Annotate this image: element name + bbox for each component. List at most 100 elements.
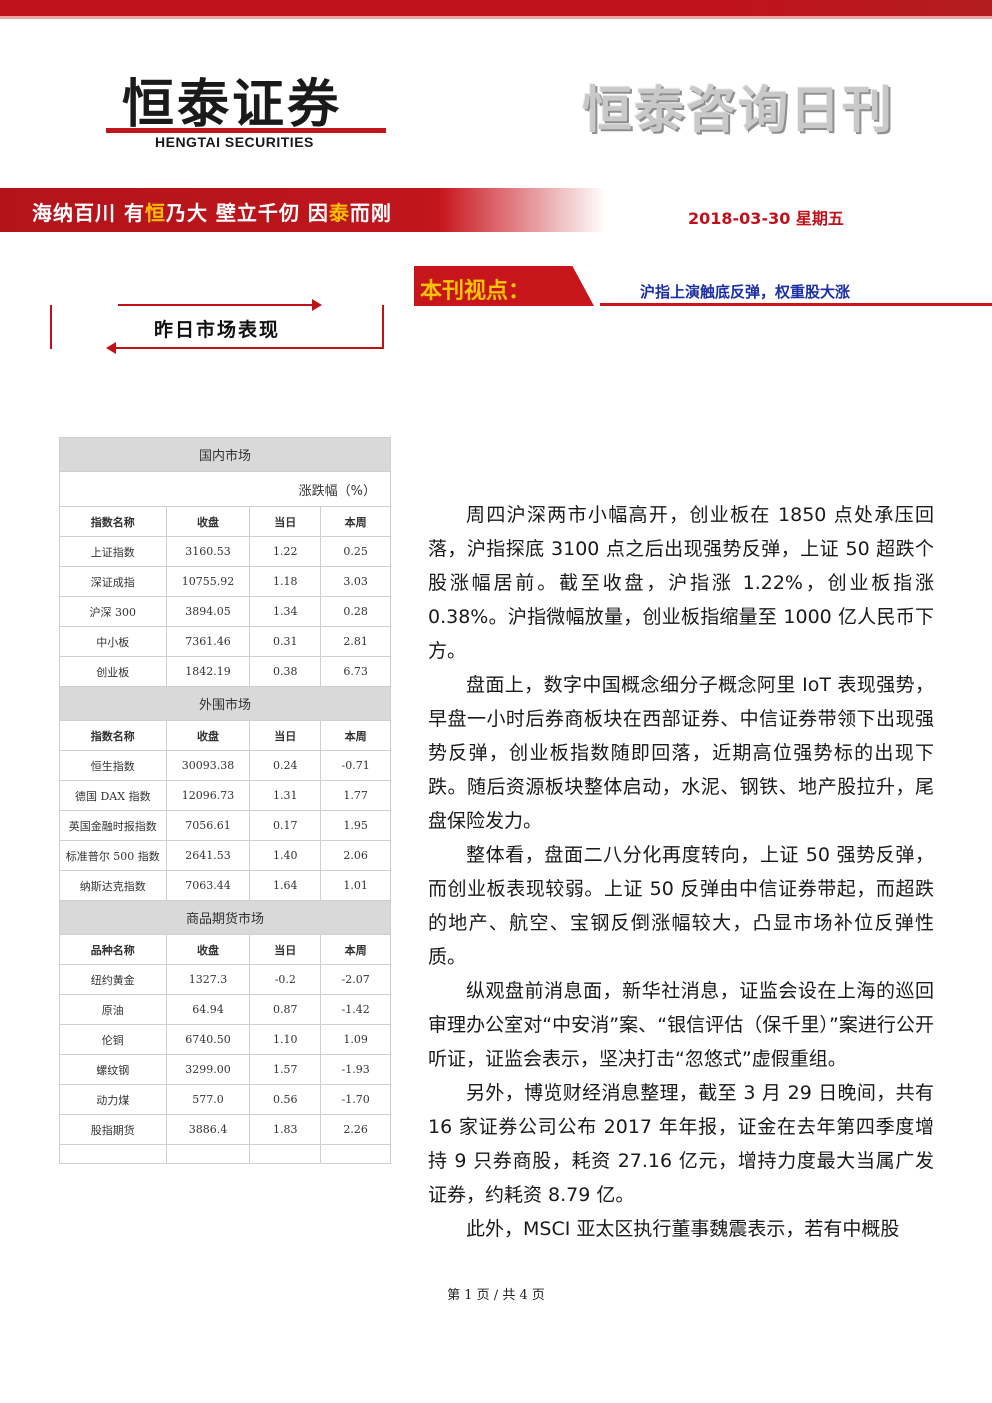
top-rule-shadow [0,16,992,19]
table-cell: 7361.46 [165,626,251,657]
table-cell [320,1144,391,1164]
table-cell [59,1144,167,1164]
section-title-domestic: 国内市场 [59,437,391,472]
table-cell: 3160.53 [165,536,251,567]
table-cell: 1.10 [249,1024,322,1055]
table-cell: 3894.05 [165,596,251,627]
table-cell: 2.81 [320,626,391,657]
table-cell: 6.73 [320,656,391,687]
column-header: 当日 [249,506,322,537]
section-row-foreign: 外围市场 [59,686,391,721]
header-row: 指数名称收盘当日本周 [59,506,391,537]
table-cell: 0.28 [320,596,391,627]
table-cell: 动力煤 [59,1084,167,1115]
table-cell: 3299.00 [165,1054,251,1085]
table-cell: 2.26 [320,1114,391,1145]
slogan-highlight: 泰 [328,201,350,225]
table-cell: 德国 DAX 指数 [59,780,167,811]
column-header: 指数名称 [59,720,167,751]
top-red-rule [0,0,992,16]
table-cell: 原油 [59,994,167,1025]
table-cell: -0.71 [320,750,391,781]
table-cell: 纽约黄金 [59,964,167,995]
table-cell: 英国金融时报指数 [59,810,167,841]
column-header: 本周 [320,506,391,537]
article-paragraph: 盘面上，数字中国概念细分子概念阿里 IoT 表现强势，早盘一小时后券商板块在西部… [428,674,934,832]
table-cell: 0.56 [249,1084,322,1115]
table-cell: 30093.38 [165,750,251,781]
table-cell: 1.09 [320,1024,391,1055]
table-cell: 6740.50 [165,1024,251,1055]
unit-label: 涨跌幅（%） [59,471,391,507]
section-title-futures: 商品期货市场 [59,900,391,935]
column-header: 收盘 [165,720,251,751]
table-cell: -1.70 [320,1084,391,1115]
table-cell: -1.42 [320,994,391,1025]
viewpoint-headline: 沪指上演触底反弹，权重股大涨 [640,283,851,301]
table-cell: 12096.73 [165,780,251,811]
article-paragraph: 另外，博览财经消息整理，截至 3 月 29 日晚间，共有 16 家证券公司公布 … [428,1082,934,1206]
section-title: 昨日市场表现 [153,319,280,341]
slogan: 海纳百川 有恒乃大 壁立千仞 因泰而刚 [32,197,392,226]
section-title-frame [50,305,384,349]
table-cell: 伦铜 [59,1024,167,1055]
column-header: 本周 [320,720,391,751]
table-cell: 1.83 [249,1114,322,1145]
table-cell: 1.01 [320,870,391,901]
table-cell: 0.24 [249,750,322,781]
article-body: 周四沪深两市小幅高开，创业板在 1850 点处承压回落，沪指探底 3100 点之… [428,498,934,1246]
section-row-domestic: 国内市场 [59,437,391,472]
section-title-foreign: 外围市场 [59,686,391,721]
publication-title: 恒泰咨询日刊 [582,81,894,139]
table-cell: -0.2 [249,964,322,995]
arrow-right-icon [312,299,322,311]
section-row-futures: 商品期货市场 [59,900,391,935]
table-row-empty [59,1144,391,1164]
table-cell: 2641.53 [165,840,251,871]
article-paragraph: 周四沪深两市小幅高开，创业板在 1850 点处承压回落，沪指探底 3100 点之… [428,504,934,662]
column-header: 收盘 [165,506,251,537]
table-cell: 1.64 [249,870,322,901]
company-logo-english: HENGTAI SECURITIES [155,134,314,150]
viewpoint-label-background [414,266,594,306]
table-cell: 1.95 [320,810,391,841]
slogan-highlight: 恒 [144,201,166,225]
header-row: 指数名称收盘当日本周 [59,720,391,751]
table-cell: 7056.61 [165,810,251,841]
table-cell: -2.07 [320,964,391,995]
viewpoint-rule [600,303,992,306]
table-cell: -1.93 [320,1054,391,1085]
table-cell: 股指期货 [59,1114,167,1145]
table-cell: 螺纹钢 [59,1054,167,1085]
issue-date: 2018-03-30 星期五 [688,209,844,228]
table-cell [249,1144,322,1164]
table-cell: 1.57 [249,1054,322,1085]
unit-row: 涨跌幅（%） [59,471,391,507]
frame-bottom-line [116,347,382,349]
table-cell: 0.25 [320,536,391,567]
table-cell: 创业板 [59,656,167,687]
table-cell: 1.22 [249,536,322,567]
column-header: 收盘 [165,934,251,965]
table-cell: 1842.19 [165,656,251,687]
article-paragraph: 整体看，盘面二八分化再度转向，上证 50 强势反弹，而创业板表现较弱。上证 50… [428,844,934,968]
table-cell: 深证成指 [59,566,167,597]
table-cell: 0.17 [249,810,322,841]
slogan-part: 乃大 壁立千仞 因 [165,201,329,225]
logo-underline [106,128,386,133]
page-indicator: 第 1 页 / 共 4 页 [447,1288,545,1303]
